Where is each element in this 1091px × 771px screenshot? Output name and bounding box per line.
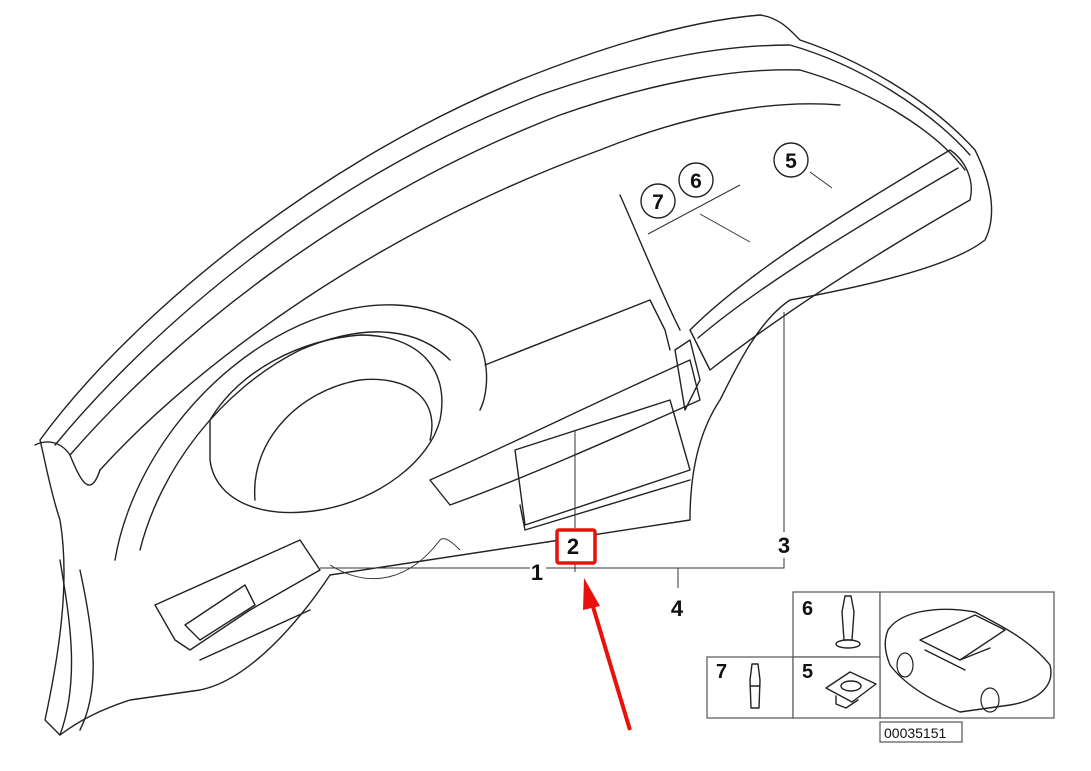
parts-inset: 6 7 5 00035151: [706, 591, 1055, 743]
callout-6[interactable]: 6: [678, 162, 714, 198]
pin-clip-icon: [749, 663, 761, 709]
inset-cell-5: [792, 656, 881, 719]
inset-label-5: 5: [802, 661, 813, 683]
part-number: 00035151: [884, 725, 947, 741]
dashboard-illustration: [34, 14, 993, 736]
callout-5[interactable]: 5: [773, 142, 809, 178]
callout-2-highlighted[interactable]: 2: [555, 528, 597, 565]
car-location-icon: [884, 608, 1052, 713]
inset-label-7: 7: [716, 661, 727, 683]
callout-6-label: 6: [690, 170, 702, 193]
expanding-rivet-icon: [835, 595, 861, 649]
callout-1[interactable]: 1: [531, 560, 543, 585]
inset-cell-6: [792, 591, 881, 658]
callout-3[interactable]: 3: [778, 533, 790, 558]
part-number-box: [879, 721, 963, 743]
clip-nut-icon: [825, 671, 877, 709]
inset-label-6: 6: [802, 598, 813, 620]
callout-5-label: 5: [785, 150, 797, 173]
callout-4[interactable]: 4: [671, 596, 684, 621]
leader-lines: [320, 171, 833, 588]
callout-2: 2: [567, 534, 579, 559]
callout-7-label: 7: [652, 191, 664, 214]
callout-7[interactable]: 7: [640, 183, 676, 219]
highlight-box: [555, 528, 597, 565]
red-arrow-icon: [583, 578, 632, 731]
